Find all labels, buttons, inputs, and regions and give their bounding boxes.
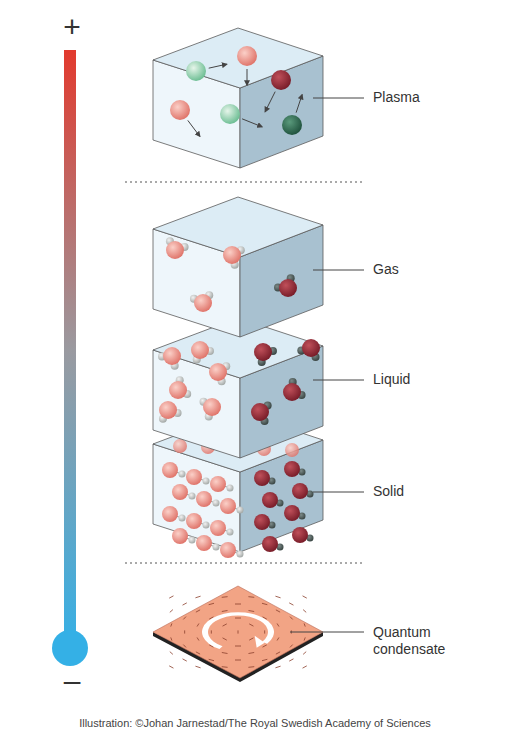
- leader-line: [313, 492, 364, 493]
- leader-line: [290, 632, 364, 633]
- state-label: Liquid: [373, 371, 410, 389]
- state-label: Gas: [373, 261, 399, 279]
- liquid-cube: [153, 318, 323, 458]
- plasma-cube: [153, 28, 323, 168]
- plus-sign: +: [63, 8, 81, 46]
- leader-line: [313, 270, 364, 271]
- separator-line: [125, 563, 365, 564]
- thermometer-bar: [64, 50, 76, 650]
- thermometer-bulb: [52, 630, 88, 666]
- state-label: Plasma: [373, 89, 420, 107]
- leader-line: [313, 98, 364, 99]
- condensate-tile: [153, 586, 323, 682]
- separator-line: [125, 182, 365, 183]
- state-label: Solid: [373, 483, 404, 501]
- gas-cube: [153, 197, 323, 337]
- minus-sign: –: [64, 662, 81, 700]
- caption: Illustration: ©Johan Jarnestad/The Royal…: [79, 717, 431, 731]
- leader-line: [313, 380, 364, 381]
- state-label: Quantum condensate: [373, 624, 473, 659]
